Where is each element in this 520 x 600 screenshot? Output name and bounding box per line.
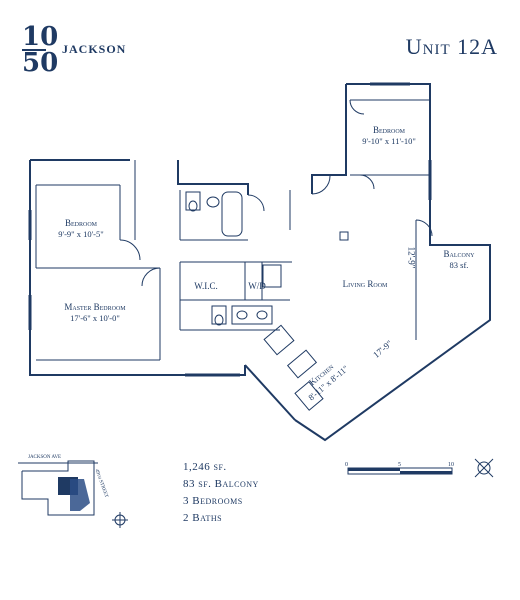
room-name: Balcony [443,249,475,259]
room-dimensions: 83 sf. [449,260,469,270]
room-label-wd: W/D [248,281,266,291]
room-name: Living Room [342,279,388,289]
unit-stats: 1,246 sf. 83 sf. Balcony 3 Bedrooms 2 Ba… [183,459,259,527]
stat-bedrooms: 3 Bedrooms [183,495,243,507]
logo-number-top: 10 [22,22,59,52]
room-name: Master Bedroom [64,302,126,312]
room-dimensions: 9'-10" x 11'-10" [362,136,416,146]
exterior-walls [29,83,491,442]
room-label-living: Living Room [330,279,400,290]
windows [28,82,432,377]
room-label-balcony: Balcony 83 sf. [432,249,486,271]
scale-label-10: 10 [448,462,454,468]
living-dimension-b: 12'-9" [406,246,417,269]
room-dimensions: 9'-9" x 10'-5" [58,229,104,239]
room-name: Bedroom [64,218,97,228]
logo-divider [22,49,46,51]
room-dimensions: 17'-6" x 10'-0" [70,313,120,323]
unit-title: Unit 12A [405,34,498,59]
stat-balcony: 83 sf. Balcony [183,478,259,490]
room-label-bedroom-ne: Bedroom 9'-10" x 11'-10" [346,125,432,147]
compass-icon-large [474,458,494,478]
scale-bar [347,467,453,475]
stat-baths: 2 Baths [183,512,223,524]
key-map [18,460,98,516]
logo-name: JACKSON [62,42,127,56]
logo-number-bottom: 50 [22,48,59,78]
room-label-bedroom-w: Bedroom 9'-9" x 10'-5" [38,218,124,240]
stat-area: 1,246 sf. [183,461,227,473]
building-logo: 10 50 JACKSON [22,22,142,78]
door-swings [119,99,433,287]
room-name: Bedroom [372,125,405,135]
kitchen-fixtures [263,231,349,411]
interior-walls [35,99,430,361]
scale-label-0: 0 [345,462,348,468]
key-map-street-top: JACKSON AVE [28,455,62,460]
room-label-master: Master Bedroom 17'-6" x 10'-0" [40,302,150,324]
compass-icon [112,512,128,528]
bath-fixtures [185,191,282,326]
room-label-wic: W.I.C. [194,281,218,291]
scale-label-5: 5 [398,462,401,468]
